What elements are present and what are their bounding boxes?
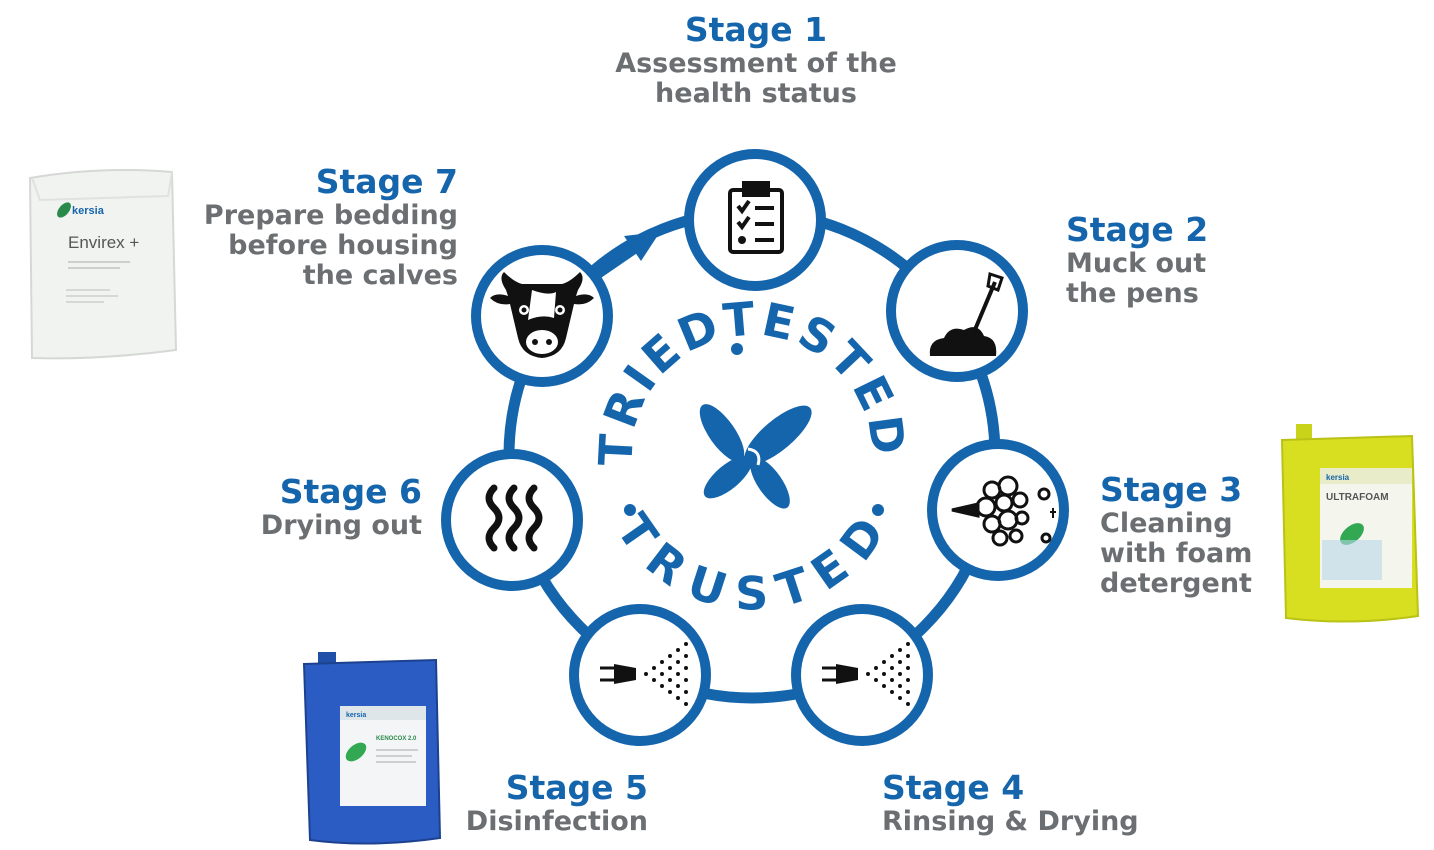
stage2-desc-line2: the pens: [1066, 278, 1199, 310]
stage5-title: Stage 5: [505, 768, 648, 807]
badge-dot: [624, 504, 636, 516]
stage3-desc-line1: Cleaning: [1100, 507, 1233, 539]
stage1-node: [684, 149, 826, 291]
badge-bottom-text: TRUSTED: [606, 504, 897, 621]
ultrafoam-product-name: ULTRAFOAM: [1326, 492, 1389, 503]
stage1-label: Stage 1 Assessment of the health status: [586, 10, 926, 110]
kenocox-can-product-image: kersia KENOCOX 2.0: [302, 652, 442, 845]
cow-head-icon: [490, 272, 594, 358]
stage3-title: Stage 3: [1100, 470, 1243, 509]
heat-waves-icon: [485, 484, 543, 552]
envirex-product-name: Envirex +: [68, 233, 139, 252]
stage5-desc-line1: Disinfection: [465, 805, 648, 837]
stage7-title: Stage 7: [315, 162, 458, 201]
kenocox-product-name: KENOCOX 2.0: [376, 736, 417, 742]
stage1-desc-line1: Assessment of the: [615, 47, 897, 79]
stage3-desc-line3: detergent: [1100, 568, 1252, 600]
stage7-node: [471, 245, 613, 387]
kersia-leaf-logo-icon: [699, 404, 812, 509]
kenocox-brand-text: kersia: [346, 712, 366, 719]
stage4-title: Stage 4: [882, 768, 1025, 807]
stage2-node: [886, 240, 1028, 382]
clipboard-checklist-icon: [728, 181, 784, 254]
stage3-node: [927, 439, 1069, 581]
stage2-desc-line1: Muck out: [1066, 247, 1207, 279]
stage6-desc-line1: Drying out: [260, 509, 422, 541]
stage4-label: Stage 4 Rinsing & Drying: [882, 768, 1139, 837]
spray-nozzle-icon: [822, 642, 910, 706]
stage5-label: Stage 5 Disinfection: [420, 768, 648, 837]
ultrafoam-can-product-image: kersia ULTRAFOAM: [1280, 424, 1420, 623]
envirex-brand-text: kersia: [72, 205, 105, 217]
stage2-title: Stage 2: [1066, 210, 1209, 249]
stage1-title: Stage 1: [684, 10, 828, 49]
stage6-title: Stage 6: [279, 472, 422, 511]
stage7-desc-line1: Prepare bedding: [203, 199, 458, 231]
stage5-node: [569, 604, 711, 746]
stage7-desc-line3: the calves: [302, 260, 458, 292]
stage3-label: Stage 3 Cleaning with foam detergent: [1100, 470, 1253, 600]
stage7-label: Stage 7 Prepare bedding before housing t…: [180, 162, 458, 292]
foam-bubbles-icon: [951, 475, 1056, 547]
tried-tested-trusted-badge: TESTED TRIED TRUSTED: [588, 291, 912, 621]
stage7-desc-line2: before housing: [228, 230, 458, 262]
stage2-label: Stage 2 Muck out the pens: [1066, 210, 1209, 310]
shovel-muck-icon: [929, 272, 1004, 356]
stage4-desc-line1: Rinsing & Drying: [882, 805, 1139, 837]
stage4-node: [791, 604, 933, 746]
stage3-desc-line2: with foam: [1100, 538, 1253, 570]
stage6-label: Stage 6 Drying out: [220, 472, 422, 541]
badge-dot: [872, 504, 884, 516]
ultrafoam-brand-text: kersia: [1326, 473, 1350, 482]
envirex-bag-product-image: kersia Envirex +: [28, 169, 178, 360]
badge-dot: [731, 343, 743, 355]
stage1-desc-line2: health status: [655, 78, 857, 110]
cycle-arrow-icon: [591, 232, 660, 280]
spray-nozzle-icon: [600, 642, 688, 706]
stage6-node: [441, 449, 583, 591]
